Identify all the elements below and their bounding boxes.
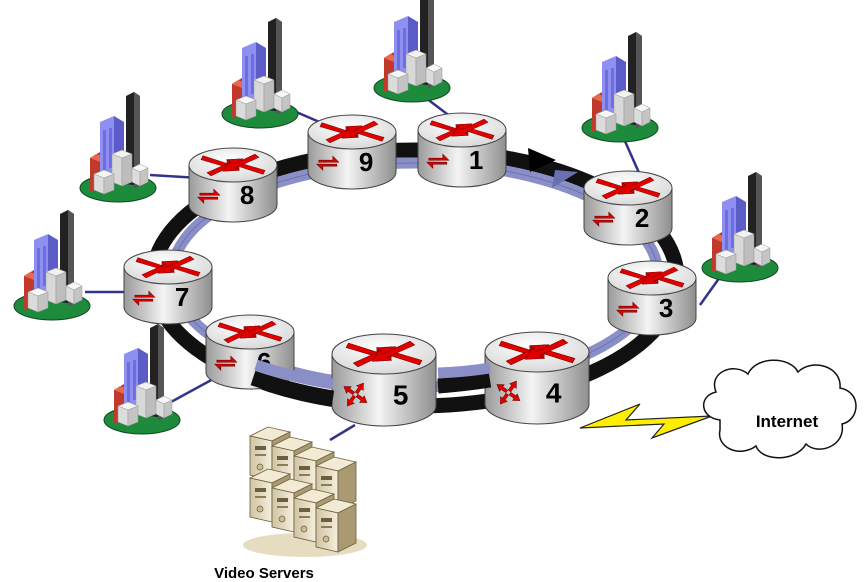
router-number: 9	[359, 147, 373, 177]
video-servers: Video Servers	[214, 426, 367, 582]
ring-direction-arrow	[528, 148, 578, 188]
router-1: 1	[417, 112, 507, 188]
router-arrows-icon	[595, 176, 661, 200]
router-number: 4	[546, 377, 562, 408]
lightning-bolt-icon	[579, 403, 713, 440]
building-icon-site-2	[581, 31, 659, 143]
router-number: 3	[659, 293, 673, 323]
router-arrows-icon	[345, 340, 423, 368]
router-5: 5	[331, 333, 437, 427]
router-9: 9	[307, 114, 397, 190]
router-arrows-icon	[217, 320, 283, 344]
ring-front-segments	[250, 359, 492, 406]
router-arrows-icon	[135, 255, 201, 279]
building-icon-site-9	[221, 17, 299, 129]
internet-label: Internet	[756, 412, 819, 431]
router-arrows-icon	[319, 120, 385, 144]
router-number: 8	[240, 180, 254, 210]
direction-arrow-inner-icon	[552, 170, 578, 188]
router-number: 5	[393, 379, 409, 410]
router-arrows-icon	[429, 118, 495, 142]
router-arrows-icon	[619, 266, 685, 290]
cloud-icon	[703, 359, 857, 459]
video-servers-label: Video Servers	[214, 565, 314, 582]
direction-arrow-icon	[528, 148, 556, 172]
router-4: 4	[484, 331, 590, 425]
internet: Internet	[579, 359, 857, 459]
router-cross-arrows-icon	[343, 382, 368, 407]
router-layer: 1 2 3 4 5 67 8 9	[123, 112, 697, 427]
router-arrows-icon	[498, 338, 576, 366]
building-icon-site-8	[79, 91, 157, 203]
link-video-servers	[329, 423, 356, 442]
building-icon-site-6	[103, 323, 181, 435]
building-icon-site-3	[701, 171, 779, 283]
router-arrows-icon	[200, 153, 266, 177]
router-number: 1	[469, 145, 483, 175]
building-icon-site-7	[13, 209, 91, 321]
router-number: 2	[635, 203, 649, 233]
router-2: 2	[583, 170, 673, 246]
router-8: 8	[188, 147, 278, 223]
router-number: 7	[175, 282, 189, 312]
building-icon-site-1	[373, 0, 451, 103]
router-3: 3	[607, 260, 697, 336]
server-icon	[315, 498, 357, 553]
router-cross-arrows-icon	[496, 380, 521, 405]
router-6: 6	[205, 314, 295, 390]
router-7: 7	[123, 249, 213, 325]
